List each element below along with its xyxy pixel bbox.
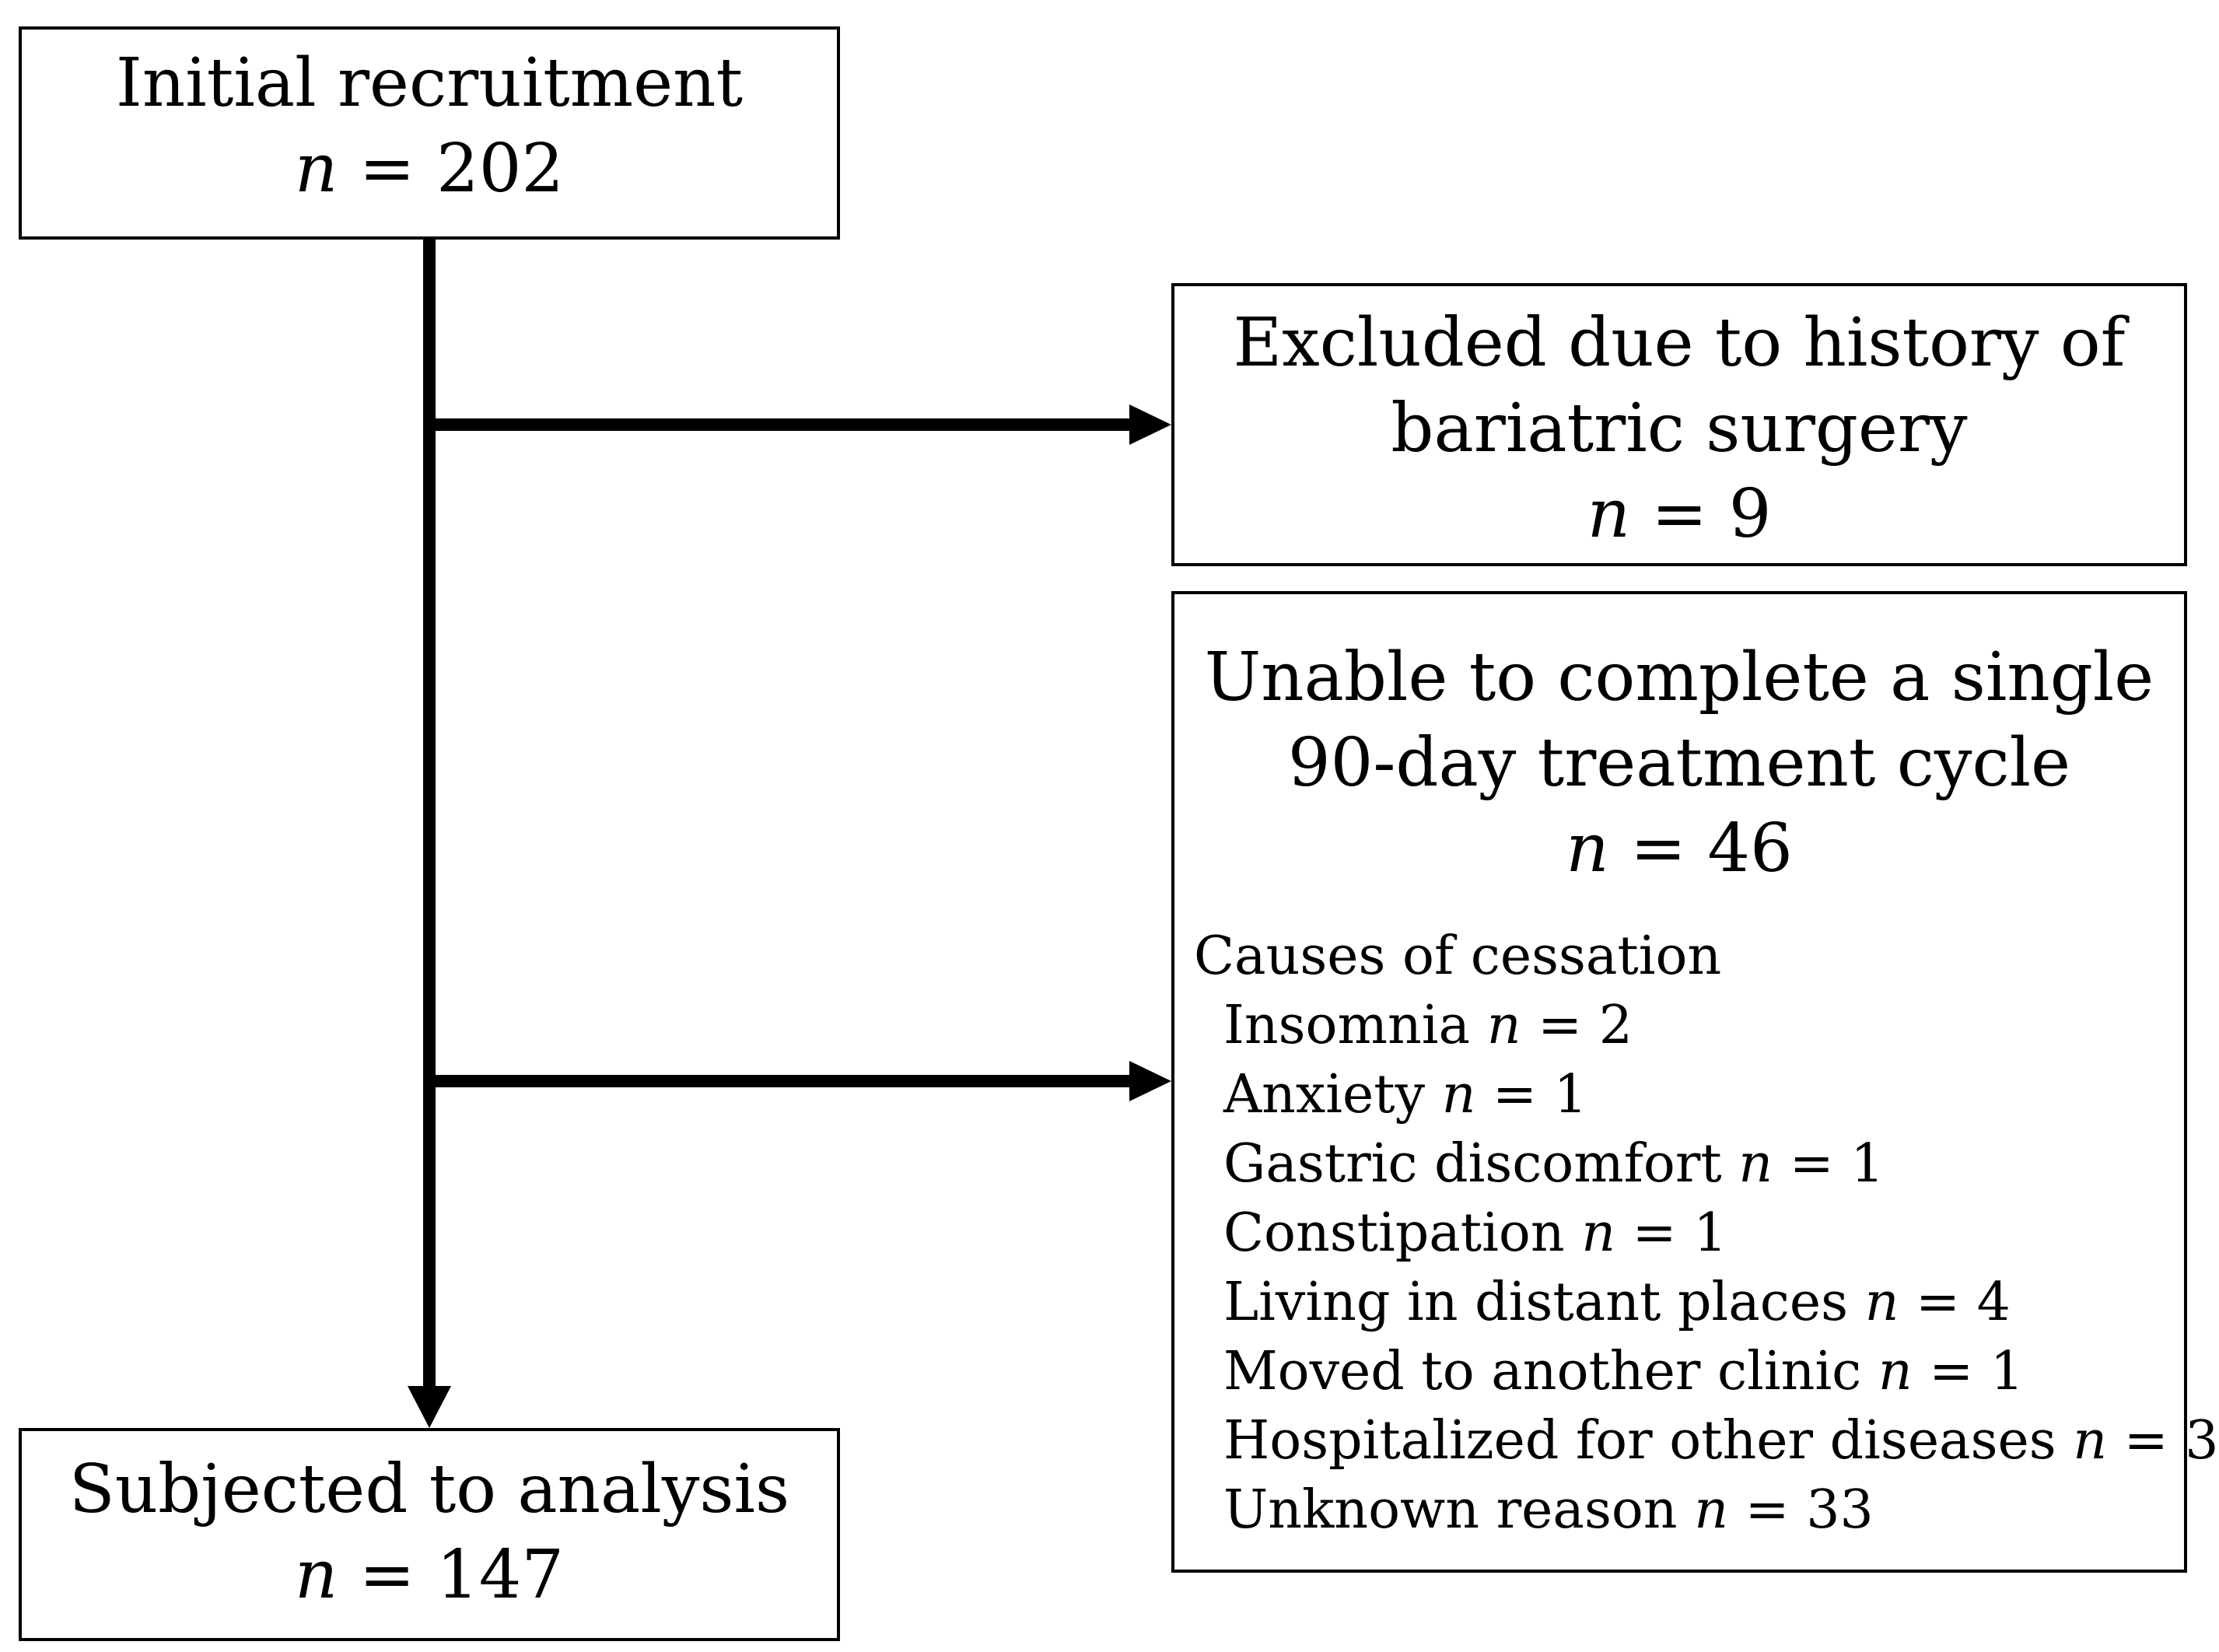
cause-item: Gastric discomfort n = 1 xyxy=(1194,1129,2219,1199)
analysis-count: n = 147 xyxy=(22,1532,837,1618)
arrowhead-to-unable xyxy=(1129,1061,1171,1101)
cause-label: Anxiety xyxy=(1223,1064,1425,1125)
cause-item: Anxiety n = 1 xyxy=(1194,1060,2219,1129)
cause-item: Hospitalized for other diseases n = 3 xyxy=(1194,1406,2219,1475)
unable-n-value: = 46 xyxy=(1629,810,1793,887)
cause-item: Living in distant places n = 4 xyxy=(1194,1268,2219,1337)
recruitment-n-symbol: n xyxy=(294,130,338,208)
arrowhead-to-excluded xyxy=(1129,404,1171,445)
causes-list: Causes of cessation Insomnia n = 2 Anxie… xyxy=(1194,922,2219,1545)
unable-line2: 90-day treatment cycle xyxy=(1287,724,2071,802)
recruitment-count: n = 202 xyxy=(22,126,837,212)
analysis-n-value: = 147 xyxy=(359,1536,565,1614)
unable-n-symbol: n xyxy=(1566,810,1609,887)
excluded-n-value: = 9 xyxy=(1651,475,1772,553)
cause-n-value: = 33 xyxy=(1745,1479,1874,1541)
unable-line1: Unable to complete a single xyxy=(1204,639,2154,716)
cause-n-value: = 1 xyxy=(1632,1202,1727,1264)
cause-n-symbol: n xyxy=(1441,1064,1476,1125)
cause-n-symbol: n xyxy=(1878,1341,1913,1402)
cause-label: Insomnia xyxy=(1223,995,1471,1056)
cause-n-value: = 1 xyxy=(1929,1341,2025,1402)
cause-n-symbol: n xyxy=(1581,1202,1616,1264)
cause-label: Moved to another clinic xyxy=(1223,1341,1862,1402)
cause-n-symbol: n xyxy=(2073,1410,2108,1472)
cause-label: Living in distant places xyxy=(1223,1272,1848,1333)
unable-count: n = 46 xyxy=(1174,806,2184,891)
recruitment-n-value: = 202 xyxy=(359,130,565,208)
cause-n-value: = 2 xyxy=(1538,995,1633,1056)
cause-item: Constipation n = 1 xyxy=(1194,1199,2219,1268)
cause-n-symbol: n xyxy=(1864,1272,1899,1333)
cause-n-symbol: n xyxy=(1694,1479,1728,1541)
excluded-n-symbol: n xyxy=(1587,475,1630,553)
cause-item: Unknown reason n = 33 xyxy=(1194,1475,2219,1545)
cause-label: Hospitalized for other diseases xyxy=(1223,1410,2056,1472)
cause-n-symbol: n xyxy=(1486,995,1521,1056)
cause-n-value: = 1 xyxy=(1493,1064,1587,1125)
arrowhead-to-analysis xyxy=(408,1386,451,1428)
recruitment-title: Initial recruitment xyxy=(115,44,744,122)
analysis-n-symbol: n xyxy=(294,1536,338,1614)
analysis-box: Subjected to analysis n = 147 xyxy=(19,1428,840,1641)
excluded-line1: Excluded due to history of xyxy=(1233,304,2126,382)
cause-label: Constipation xyxy=(1223,1202,1565,1264)
causes-heading: Causes of cessation xyxy=(1194,926,1722,987)
excluded-box: Excluded due to history of bariatric sur… xyxy=(1171,283,2187,566)
analysis-title: Subjected to analysis xyxy=(68,1451,790,1528)
cause-n-symbol: n xyxy=(1738,1133,1773,1195)
cause-label: Unknown reason xyxy=(1223,1479,1678,1541)
recruitment-box: Initial recruitment n = 202 xyxy=(19,26,840,240)
unable-box: Unable to complete a single 90-day treat… xyxy=(1171,591,2187,1573)
cause-item: Moved to another clinic n = 1 xyxy=(1194,1337,2219,1406)
cause-label: Gastric discomfort xyxy=(1223,1133,1722,1195)
excluded-line2: bariatric surgery xyxy=(1391,390,1968,467)
excluded-count: n = 9 xyxy=(1174,471,2184,557)
cause-n-value: = 1 xyxy=(1789,1133,1885,1195)
cause-n-value: = 4 xyxy=(1916,1272,2011,1333)
cause-item: Insomnia n = 2 xyxy=(1194,991,2219,1060)
cause-n-value: = 3 xyxy=(2123,1410,2219,1472)
